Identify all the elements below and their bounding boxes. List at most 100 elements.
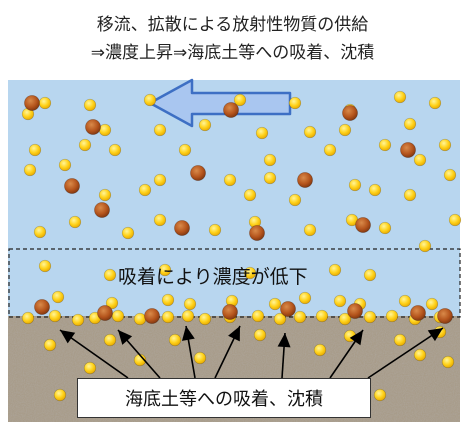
yellow-particle — [298, 291, 312, 305]
yellow-particle — [58, 158, 72, 172]
yellow-particle — [293, 310, 307, 324]
yellow-particle — [23, 163, 37, 177]
yellow-particle — [338, 312, 352, 326]
yellow-particle — [233, 93, 247, 107]
yellow-particle — [273, 312, 287, 326]
yellow-particle — [255, 126, 269, 140]
brown-particle — [97, 305, 113, 321]
yellow-particle — [323, 143, 337, 157]
yellow-particle — [315, 309, 329, 323]
yellow-particle — [418, 239, 432, 253]
yellow-particle — [105, 296, 119, 310]
yellow-particle — [181, 309, 195, 323]
brown-particle — [94, 202, 110, 218]
yellow-particle — [28, 143, 42, 157]
yellow-particle — [121, 226, 135, 240]
yellow-particle — [21, 311, 35, 325]
yellow-particle — [208, 223, 222, 237]
brown-particle — [174, 220, 190, 236]
yellow-particle — [161, 293, 175, 307]
brown-particle — [297, 172, 313, 188]
brown-particle — [280, 301, 296, 317]
yellow-particle — [223, 173, 237, 187]
yellow-particle — [413, 348, 427, 362]
yellow-particle — [98, 188, 112, 202]
yellow-particle — [198, 312, 212, 326]
yellow-particle — [138, 183, 152, 197]
yellow-particle — [441, 355, 455, 369]
yellow-particle — [143, 93, 157, 107]
yellow-particle — [288, 193, 302, 207]
yellow-particle — [243, 266, 257, 280]
yellow-particle — [83, 98, 97, 112]
yellow-particle — [51, 290, 65, 304]
yellow-particle — [253, 328, 267, 342]
yellow-particle — [183, 297, 197, 311]
yellow-particle — [303, 125, 317, 139]
yellow-particle — [251, 309, 265, 323]
brown-particle — [223, 102, 239, 118]
brown-particle — [222, 304, 238, 320]
water-region — [8, 80, 460, 316]
yellow-particle — [98, 123, 112, 137]
yellow-particle — [38, 259, 52, 273]
adsorption-zone-label: 吸着により濃度が低下 — [118, 266, 308, 288]
brown-particle — [64, 178, 80, 194]
brown-particle — [410, 305, 426, 321]
seabed-label: 海底土等への吸着、沈積 — [77, 378, 371, 418]
brown-particle — [355, 217, 371, 233]
yellow-particle — [78, 138, 92, 152]
yellow-particle — [443, 168, 457, 182]
yellow-particle — [333, 294, 347, 308]
yellow-particle — [368, 183, 382, 197]
brown-particle — [144, 308, 160, 324]
yellow-particle — [263, 153, 277, 167]
yellow-particle — [103, 268, 117, 282]
yellow-particle — [53, 388, 67, 402]
yellow-particle — [48, 309, 62, 323]
brown-particle — [400, 142, 416, 158]
yellow-particle — [111, 309, 125, 323]
up-arrow-icon — [181, 326, 195, 341]
yellow-particle — [153, 213, 167, 227]
yellow-particle — [168, 333, 182, 347]
yellow-particle — [161, 310, 175, 324]
yellow-particle — [153, 123, 167, 137]
yellow-particle — [403, 117, 417, 131]
yellow-particle — [303, 223, 317, 237]
yellow-particle — [313, 343, 327, 357]
yellow-particle — [425, 297, 439, 311]
yellow-particle — [71, 313, 85, 327]
yellow-particle — [378, 138, 392, 152]
up-arrow-icon — [349, 330, 363, 346]
up-arrow-icon — [228, 326, 240, 342]
yellow-particle — [288, 96, 302, 110]
brown-particle — [190, 165, 206, 181]
yellow-particle — [403, 188, 417, 202]
brown-particle — [249, 225, 265, 241]
yellow-particle — [38, 96, 52, 110]
yellow-particle — [268, 297, 282, 311]
brown-particles — [24, 95, 453, 324]
yellow-particle — [385, 309, 399, 323]
yellow-particle — [363, 268, 377, 282]
yellow-particle — [153, 173, 167, 187]
caption-line-1: 移流、拡散による放射性物質の供給 — [96, 15, 369, 35]
brown-particle — [437, 308, 453, 324]
yellow-particle — [363, 310, 377, 324]
yellow-particle — [398, 294, 412, 308]
yellow-particle — [428, 96, 442, 110]
brown-particle — [24, 95, 40, 111]
up-arrow-icons — [59, 325, 444, 379]
up-arrow-icon — [427, 328, 443, 342]
yellow-particle — [263, 171, 277, 185]
yellow-particle — [83, 361, 97, 375]
yellow-particle — [393, 90, 407, 104]
up-arrow-icon — [277, 333, 291, 348]
yellow-particle — [393, 333, 407, 347]
yellow-particle — [133, 312, 147, 326]
yellow-particle — [158, 263, 172, 277]
yellow-particle — [198, 118, 212, 132]
yellow-particle — [103, 333, 117, 347]
up-arrow-icon — [367, 327, 444, 379]
